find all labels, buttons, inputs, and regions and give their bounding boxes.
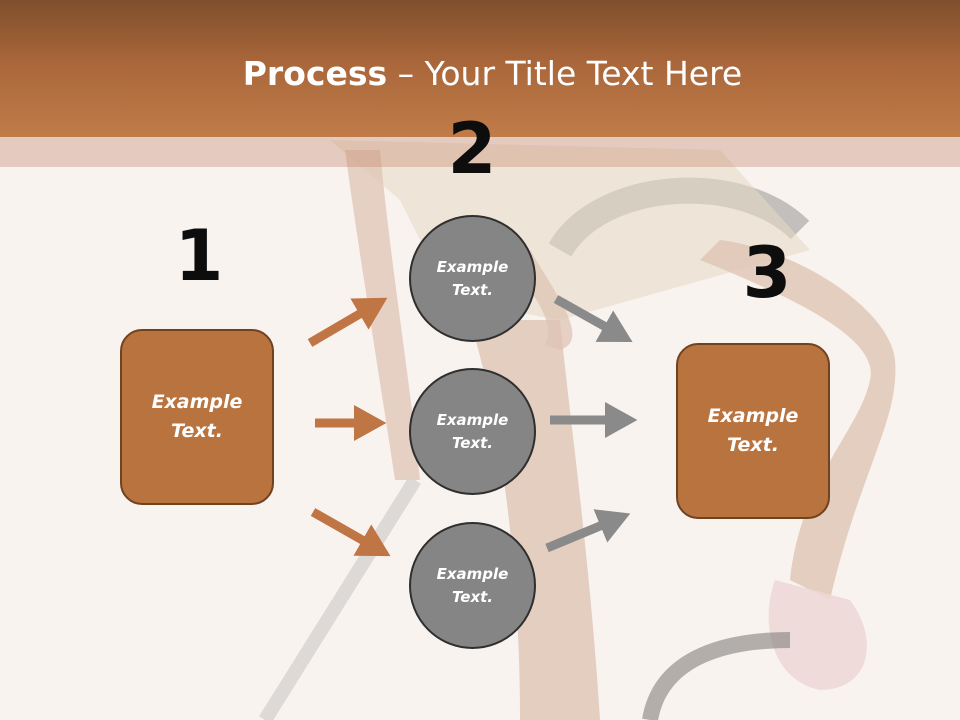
step-box-right: Example Text. [676,343,830,519]
step-circle-middle-text: Example Text. [436,410,509,452]
step-circle-top: Example Text. [409,215,536,342]
step-circle-middle: Example Text. [409,368,536,495]
step-number-1: 1 [174,215,224,297]
title-rest: – Your Title Text Here [387,54,743,93]
step-number-2: 2 [447,108,497,190]
step-box-right-text: Example Text. [707,405,799,456]
step-circle-bottom-text: Example Text. [436,564,509,606]
step-number-3: 3 [742,232,792,314]
step-box-left: Example Text. [120,329,274,505]
step-circle-bottom: Example Text. [409,522,536,649]
header-band [0,137,960,167]
slide-title: Process – Your Title Text Here [0,50,960,98]
step-circle-top-text: Example Text. [436,257,509,299]
title-bold: Process [242,54,388,93]
step-box-left-text: Example Text. [151,391,243,442]
title-bar [0,0,960,137]
